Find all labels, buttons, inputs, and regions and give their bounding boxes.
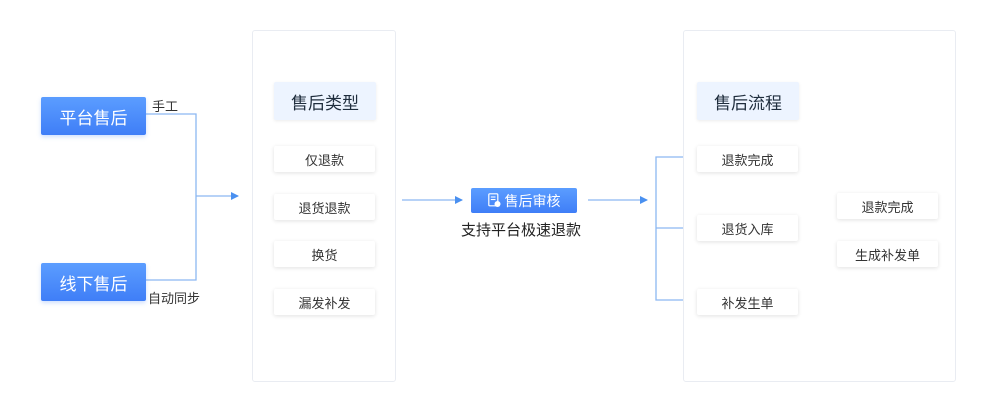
type-item-exchange[interactable]: 换货 <box>274 241 375 267</box>
type-item-missing-reship[interactable]: 漏发补发 <box>274 289 375 315</box>
document-icon <box>487 193 501 208</box>
subprocess-item-generate-reship[interactable]: 生成补发单 <box>837 241 938 267</box>
auto-sync-label: 自动同步 <box>148 292 201 307</box>
after-sales-review-button[interactable]: 售后审核 <box>471 188 577 213</box>
offline-after-sales-button[interactable]: 线下售后 <box>41 263 146 301</box>
manual-label: 手工 <box>152 100 179 115</box>
type-item-refund-only[interactable]: 仅退款 <box>274 146 375 172</box>
review-label: 售后审核 <box>504 193 561 210</box>
after-sales-types-title: 售后类型 <box>274 82 376 120</box>
process-item-reship-order[interactable]: 补发生单 <box>697 289 798 315</box>
process-item-return-stock[interactable]: 退货入库 <box>697 215 798 241</box>
connector-platform <box>146 113 197 281</box>
after-sales-process-title: 售后流程 <box>697 82 799 120</box>
subprocess-item-refund-done[interactable]: 退款完成 <box>837 193 938 219</box>
platform-after-sales-button[interactable]: 平台售后 <box>41 97 146 135</box>
process-item-refund-done[interactable]: 退款完成 <box>697 146 798 172</box>
type-item-return-refund[interactable]: 退货退款 <box>274 194 375 220</box>
review-caption: 支持平台极速退款 <box>461 221 582 239</box>
